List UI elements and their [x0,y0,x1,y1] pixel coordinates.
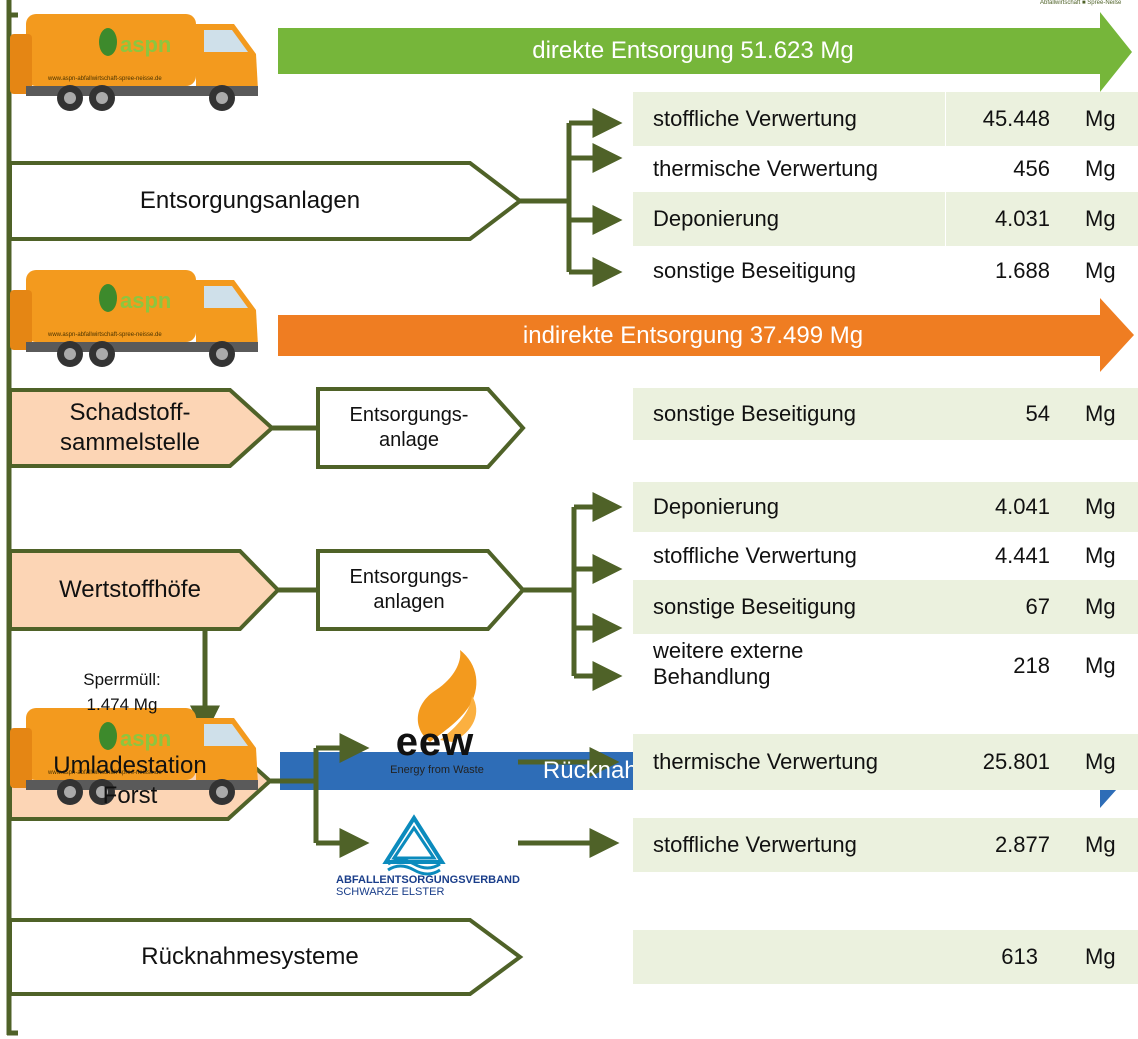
row-unit: Mg [1085,543,1116,568]
row-value: 25.801 [982,749,1050,774]
row-unit: Mg [1085,106,1116,131]
row-value: 45.448 [982,106,1050,131]
truck-side-text: www.aspn-abfallwirtschaft-spree-neisse.d… [47,770,162,776]
result-row: stoffliche Verwertung 4.441 Mg [633,532,1138,580]
umlade-line1: Umladestation [53,752,207,779]
result-row: sonstige Beseitigung 67 Mg [633,580,1138,634]
row-unit: Mg [1085,494,1116,519]
row-value: 1.688 [994,258,1050,283]
result-row: stoffliche Verwertung 45.448 Mg [633,92,1138,146]
aev-name-line2: SCHWARZE ELSTER [336,886,445,898]
truck-logo-text: aspn [120,288,171,313]
row-value: 613 [1001,944,1038,969]
entsorgungsanlagen2-label: Entsorgungs- anlagen [318,551,500,629]
row-value: 67 [1025,594,1050,619]
schadstoff-line2: sammelstelle [59,429,201,456]
box-entsorgungsanlage [316,387,526,469]
schadstoff-line1: Schadstoff- [69,399,191,426]
entsorgungsanlagen2-line1: Entsorgungs- [349,566,469,588]
indirect-disposal-label: indirekte Entsorgung 37.499 Mg [522,321,864,349]
row-label: Deponierung [653,205,779,231]
aev-name-line1: ABFALLENTSORGUNGSVERBAND [336,874,520,886]
row-unit: Mg [1085,653,1116,678]
row-label: thermische Verwertung [653,748,878,774]
row-label: stoffliche Verwertung [653,542,857,568]
result-row: Deponierung 4.041 Mg [633,482,1138,532]
row-value: 4.441 [994,543,1050,568]
eew-tagline: Energy from Waste [390,764,484,776]
box-wertstoffhoefe [8,549,281,631]
row-label: stoffliche Verwertung [653,831,857,857]
row-unit: Mg [1085,206,1116,231]
sperrmuell-note: Sperrmüll: 1.474 Mg [52,668,192,717]
direct-disposal-banner [278,12,1132,92]
row-unit: Mg [1085,944,1116,969]
sperrmuell-line2: 1.474 Mg [86,694,158,714]
row-divider [945,92,946,296]
result-row: sonstige Beseitigung 54 Mg [633,388,1138,440]
row-unit: Mg [1085,749,1116,774]
box-ruecknahmesysteme-shape [8,918,524,996]
garbage-truck-image: aspn www.aspn-abfallwirtschaft-spree-nei… [10,270,258,367]
truck-logo-text: aspn [120,726,171,751]
row-unit: Mg [1085,401,1116,426]
result-row: 613 Mg [633,930,1138,984]
box-entsorgungsanlagen-2 [316,549,526,631]
row-value: 4.041 [994,494,1050,519]
result-row: Deponierung 4.031 Mg [633,192,1138,246]
row-unit: Mg [1085,156,1116,181]
row-label: sonstige Beseitigung [653,400,857,426]
row-label: sonstige Beseitigung [653,593,857,619]
result-row: sonstige Beseitigung 1.688 Mg [633,246,1138,296]
row-unit: Mg [1085,258,1116,283]
umladestation-label: Umladestation Forst [10,743,250,819]
row-value: 54 [1025,401,1050,426]
box-schadstoffsammelstelle [8,388,275,468]
entsorgungsanlagen-label: Entsorgungsanlagen [139,187,361,214]
garbage-truck-image: aspn www.aspn-abfallwirtschaft-spree-nei… [10,14,258,111]
row-value: 4.031 [994,206,1050,231]
result-row: stoffliche Verwertung 2.877 Mg [633,818,1138,872]
row-value: 2.877 [994,832,1050,857]
schadstoffsammelstelle-label: Schadstoff- sammelstelle [10,390,250,466]
truck-side-text: www.aspn-abfallwirtschaft-spree-neisse.d… [47,332,162,338]
row-label: sonstige Beseitigung [653,257,857,283]
entsorgungsanlagen2-line2: anlagen [373,591,445,613]
result-row: thermische Verwertung 25.801 Mg [633,734,1138,790]
truck-logo-text: aspn [120,32,171,57]
row-label: weitere externe Behandlung [653,638,803,691]
garbage-truck-image: aspn www.aspn-abfallwirtschaft-spree-nei… [10,708,258,805]
row-label: thermische Verwertung [653,155,878,181]
indirect-disposal-banner [278,298,1134,372]
org-header-text: Abfallwirtschaft ■ Spree-Neiße [1040,0,1122,6]
umlade-line2: Forst [102,782,158,809]
truck-side-text: www.aspn-abfallwirtschaft-spree-neisse.d… [47,76,162,82]
result-row: thermische Verwertung 456 Mg [633,146,1138,192]
row-label-line1: weitere externe [653,638,804,663]
row-label: stoffliche Verwertung [653,105,857,131]
aev-logo-icon [382,814,446,876]
wertstoffhoefe-label: Wertstoffhöfe [59,576,201,603]
entsorgungsanlage-label: Entsorgungs- anlage [318,389,500,467]
result-row: weitere externe Behandlung 218 Mg [633,634,1138,698]
row-value: 456 [1013,156,1050,181]
ruecknahmesysteme-label: Rücknahmesysteme [141,943,359,970]
row-label-line2: Behandlung [653,664,771,690]
row-unit: Mg [1085,594,1116,619]
entsorgungsanlage-line1: Entsorgungs- [349,404,469,426]
box-entsorgungsanlagen [8,161,524,241]
sperrmuell-line1: Sperrmüll: [83,670,161,689]
eew-flame-icon [417,650,477,742]
direct-disposal-label: direkte Entsorgung 51.623 Mg [532,37,854,64]
eew-logo-text: eew [395,720,475,764]
row-unit: Mg [1085,832,1116,857]
entsorgungsanlage-line2: anlage [378,429,440,451]
row-value: 218 [1013,653,1050,678]
row-label: Deponierung [653,493,779,519]
